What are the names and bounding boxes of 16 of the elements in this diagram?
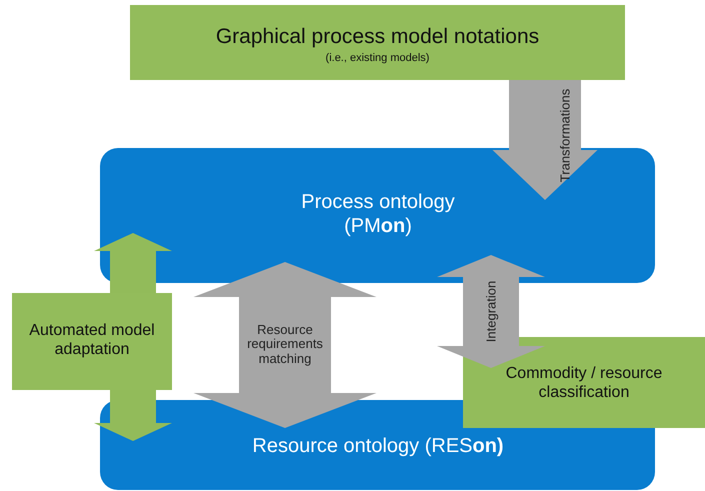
block-arrow (94, 390, 172, 441)
block-arrow (94, 233, 172, 293)
adaptation-box (12, 293, 172, 390)
node-title: Process ontology (PMon) (300, 190, 456, 238)
edge-label: Resource requirements matching (246, 322, 324, 368)
node-title: Commodity / resource classification (504, 364, 664, 402)
notation-box (130, 5, 625, 80)
node-title: Automated model adaptation (28, 321, 156, 360)
block-arrow (492, 80, 598, 200)
block-arrow (437, 255, 545, 368)
subtitle: (i.e., existing models) (324, 52, 430, 66)
node-title: Resource ontology (RESon) (251, 434, 505, 458)
node-title: Graphical process model notations (214, 24, 540, 50)
edge-label: Integration (484, 280, 499, 342)
edge-label: Transformations (558, 88, 573, 182)
block-arrow (194, 262, 376, 428)
